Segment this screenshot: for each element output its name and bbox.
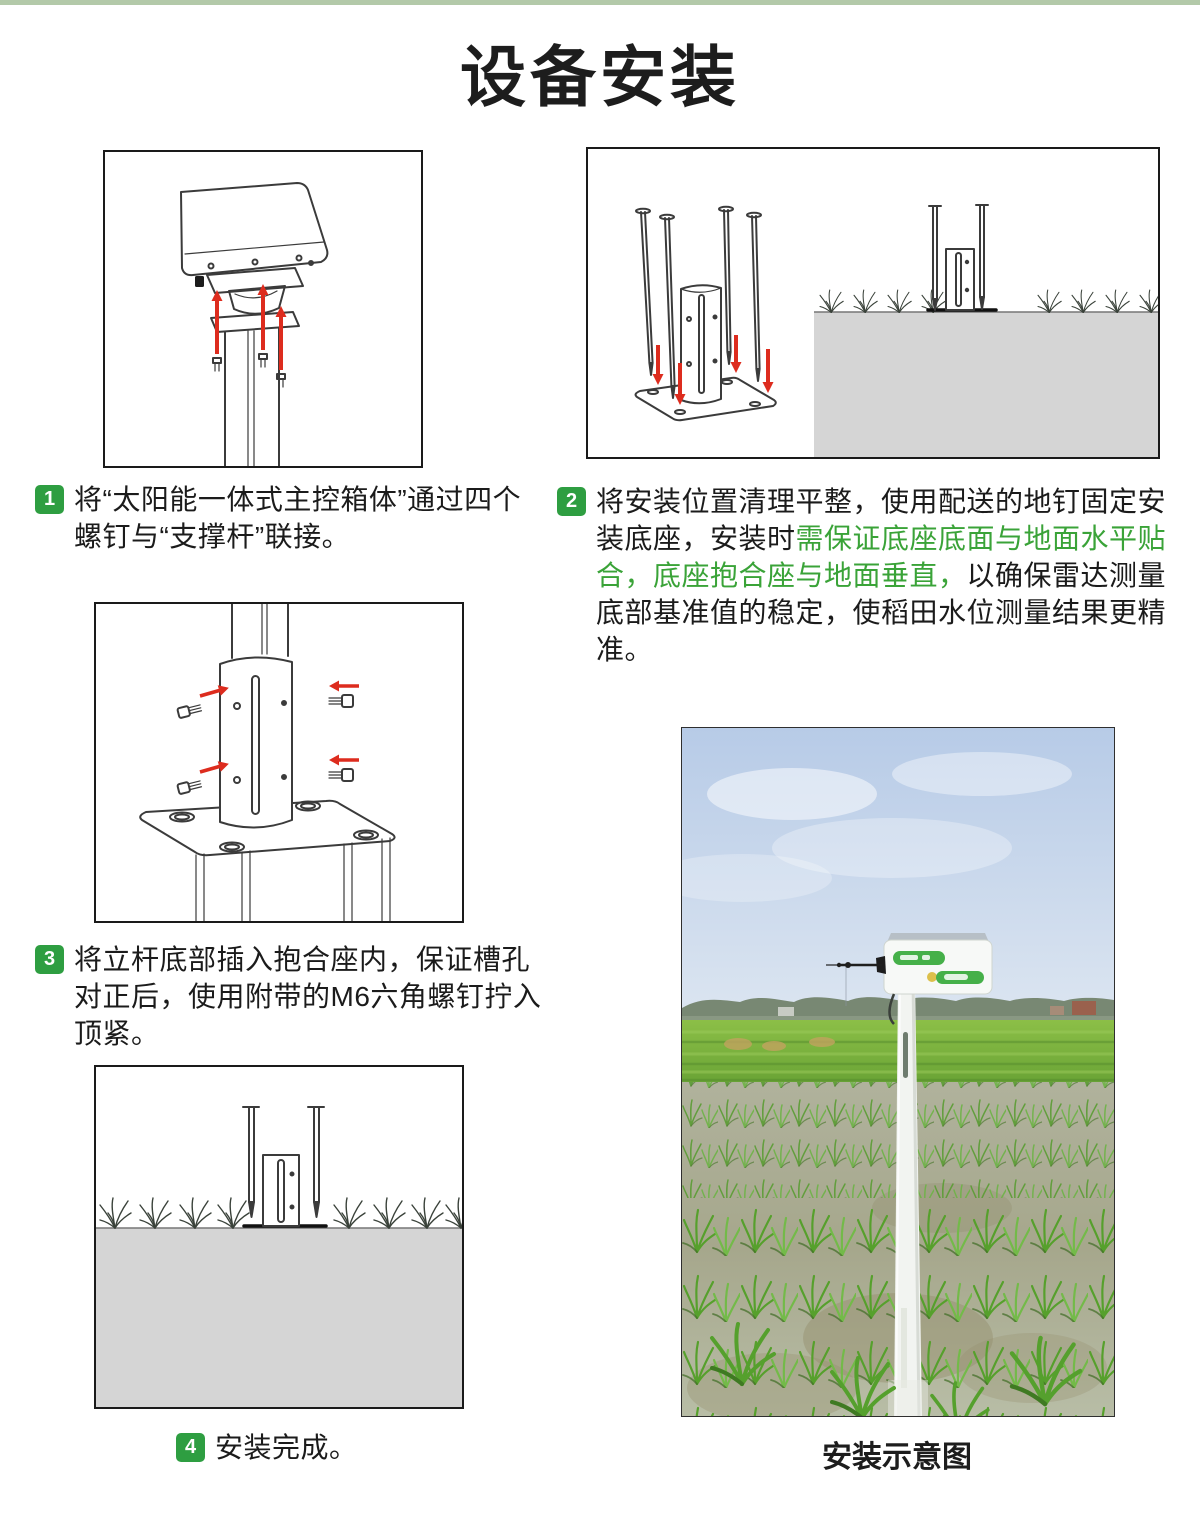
installed-base-side (242, 1106, 328, 1228)
step2-text: 将安装位置清理平整，使用配送的地钉固定安装底座，安装时需保证底座底面与地面水平贴… (596, 483, 1175, 668)
antenna-icon (826, 956, 886, 974)
inward-arrow-icon (199, 680, 359, 774)
step2-diagram (586, 147, 1160, 459)
step2-text-post: 以确保雷达测量底部基准值的稳定，使稻田水位测量结果更精准。 (596, 560, 1167, 665)
step2-instruction: 2 将安装位置清理平整，使用配送的地钉固定安装底座，安装时需保证底座底面与地面水… (557, 483, 1175, 668)
bolt-icon (212, 353, 286, 388)
ground-nail-icon (635, 205, 762, 399)
step1-text: 将“太阳能一体式主控箱体”通过四个螺钉与“支撑杆”联接。 (74, 484, 522, 552)
step3-diagram (94, 602, 464, 923)
step2-text-pre: 将安装位置清理平整，使用配送的地钉固定安装底座，安装时 (596, 486, 1167, 554)
support-pole-drawing (210, 311, 300, 466)
step1-number-badge: 1 (35, 485, 64, 514)
down-arrow-icon (652, 335, 774, 405)
step4-diagram (94, 1065, 464, 1409)
pole-in-clamp-drawing (139, 604, 396, 921)
side-view-ground (814, 311, 1158, 457)
base-plate-iso (634, 284, 777, 422)
installed-base-side (926, 204, 998, 312)
step1-diagram (103, 150, 423, 468)
device-label-badge (893, 951, 945, 965)
hex-bolt-icon (176, 694, 354, 795)
installation-photo (681, 727, 1115, 1417)
top-accent-bar (0, 0, 1200, 5)
step4-text: 安装完成。 (215, 1432, 358, 1463)
step4-instruction: 4 安装完成。 (176, 1429, 358, 1466)
step2-number-badge: 2 (557, 487, 586, 516)
up-arrow-icon (211, 284, 287, 370)
step3-instruction: 3 将立杆底部插入抱合座内，保证槽孔对正后，使用附带的M6六角螺钉拧入顶紧。 (35, 941, 555, 1052)
step4-number-badge: 4 (176, 1433, 205, 1462)
photo-caption: 安装示意图 (822, 1441, 972, 1474)
device-head (826, 933, 993, 1025)
step1-instruction: 1 将“太阳能一体式主控箱体”通过四个螺钉与“支撑杆”联接。 (35, 481, 540, 555)
step3-number-badge: 3 (35, 945, 64, 974)
ground-block (96, 1227, 462, 1407)
step2-text-highlight: 需保证底座底面与地面水平贴合，底座抱合座与地面垂直， (596, 523, 1167, 591)
control-box-drawing (180, 182, 329, 315)
step3-text: 将立杆底部插入抱合座内，保证槽孔对正后，使用附带的M6六角螺钉拧入顶紧。 (74, 944, 542, 1049)
page-title: 设备安装 (460, 40, 740, 114)
device-pole (888, 979, 928, 1416)
